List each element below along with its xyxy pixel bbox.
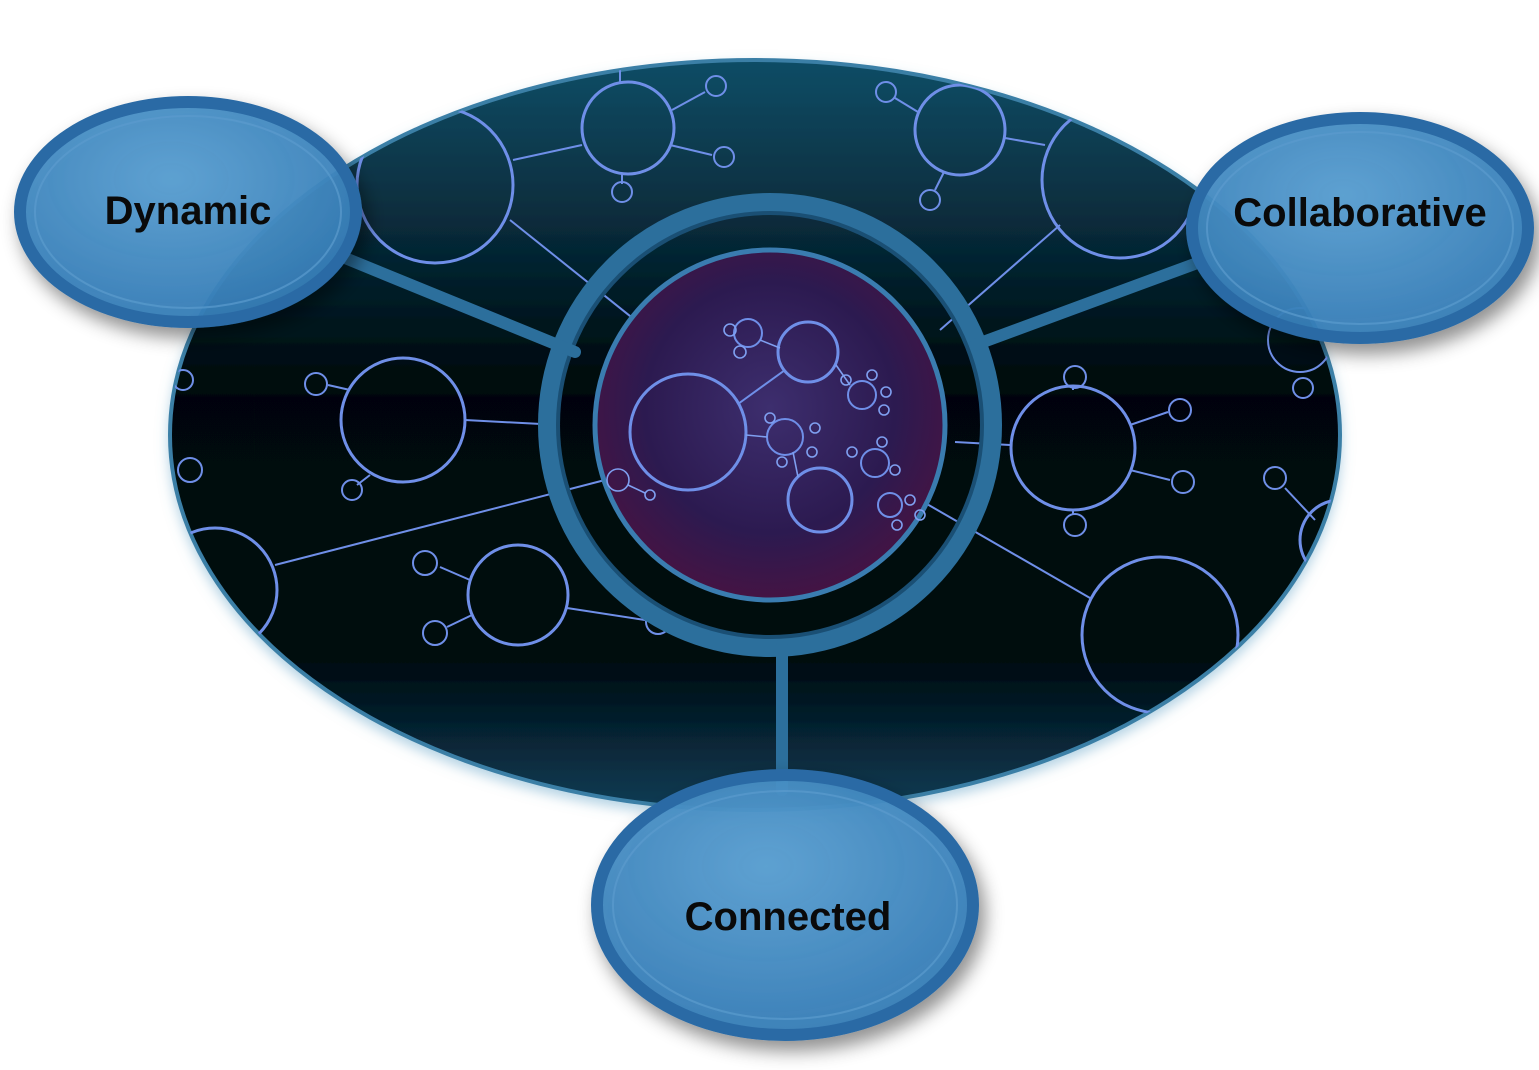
network-graph (170, 60, 1340, 715)
bubble-dynamic (14, 96, 362, 328)
label-collaborative: Collaborative (1233, 191, 1486, 235)
label-connected: Connected (685, 895, 892, 939)
label-dynamic: Dynamic (105, 189, 272, 233)
central-hub (538, 193, 1002, 657)
bubble-collaborative (1186, 112, 1534, 344)
connector-spokes (339, 252, 1206, 796)
bubble-connected (591, 769, 979, 1041)
